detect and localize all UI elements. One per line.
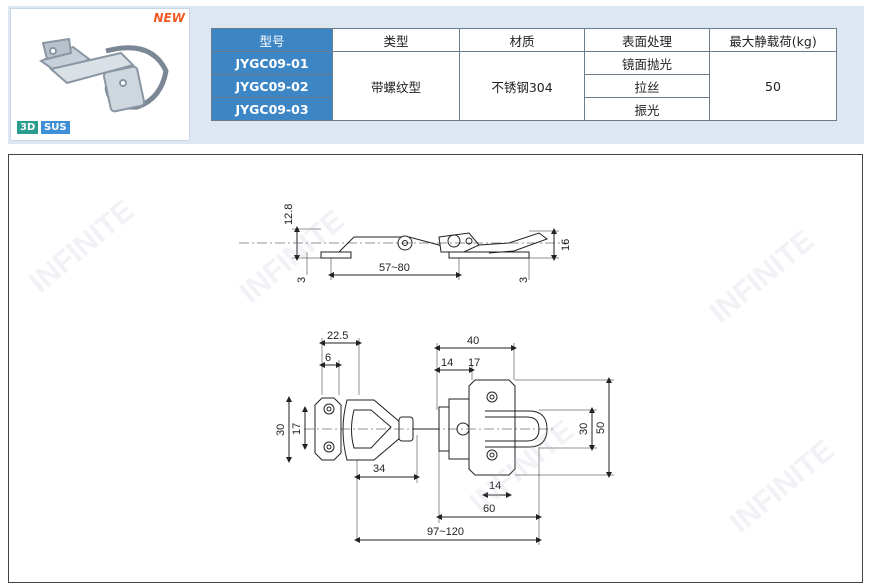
top-view	[286, 338, 614, 545]
header-material: 材质	[459, 28, 585, 52]
spec-header-row: 型号 类型 材质 表面处理 最大静载荷(kg)	[211, 28, 837, 52]
dim-hook-height: 30	[275, 424, 287, 436]
side-view	[239, 226, 569, 280]
model-cell: JYGC09-03	[211, 97, 333, 121]
dim-base-height: 50	[595, 422, 607, 434]
dim-hook-hole-spacing: 17	[291, 423, 303, 435]
product-card: NEW 3D SUS	[10, 8, 190, 141]
max-load-cell: 50	[709, 51, 837, 121]
dim-side-span: 57~80	[379, 262, 410, 274]
dim-base-bottom: 14	[489, 480, 501, 492]
badge-3d: 3D	[17, 121, 39, 134]
technical-drawing: 12.8 3 57~80 3 16	[8, 154, 863, 583]
finish-cell: 拉丝	[584, 74, 710, 98]
spec-row: JYGC09-03 振光	[211, 97, 837, 121]
header-type: 类型	[332, 28, 460, 52]
toggle-latch-icon	[38, 37, 169, 113]
dim-hook-to-latch: 34	[373, 463, 385, 475]
spec-row: JYGC09-01 带螺纹型 不锈钢304 镜面抛光 50	[211, 51, 837, 121]
new-badge: NEW	[153, 11, 185, 25]
model-cell: JYGC09-02	[211, 74, 333, 98]
dim-total-length: 97~120	[427, 526, 464, 538]
dim-base-length: 60	[483, 503, 495, 515]
dim-base-width: 40	[467, 335, 479, 347]
header-model: 型号	[211, 28, 333, 52]
dim-hook-hole: 6	[325, 352, 331, 364]
spec-row: JYGC09-02 拉丝	[211, 74, 837, 98]
dim-side-height: 12.8	[283, 204, 295, 225]
dim-side-thickness-left: 3	[296, 277, 308, 283]
finish-cell: 振光	[584, 97, 710, 121]
material-cell: 不锈钢304	[459, 51, 585, 121]
dim-side-height-right: 16	[560, 239, 572, 251]
dim-base-a: 14	[441, 357, 453, 369]
dim-base-inner-height: 30	[578, 423, 590, 435]
spec-table: 型号 类型 材质 表面处理 最大静载荷(kg) JYGC09-01 带螺纹型 不…	[211, 28, 837, 121]
dim-side-thickness-right: 3	[518, 277, 530, 283]
finish-cell: 镜面抛光	[584, 51, 710, 75]
badge-material: SUS	[41, 121, 70, 134]
type-cell: 带螺纹型	[332, 51, 460, 121]
dim-hook-width: 22.5	[327, 330, 348, 342]
dim-base-b: 17	[468, 357, 480, 369]
model-cell: JYGC09-01	[211, 51, 333, 75]
header-max-load: 最大静载荷(kg)	[709, 28, 837, 52]
header-finish: 表面处理	[584, 28, 710, 52]
drawing-canvas: 12.8 3 57~80 3 16	[239, 204, 614, 545]
